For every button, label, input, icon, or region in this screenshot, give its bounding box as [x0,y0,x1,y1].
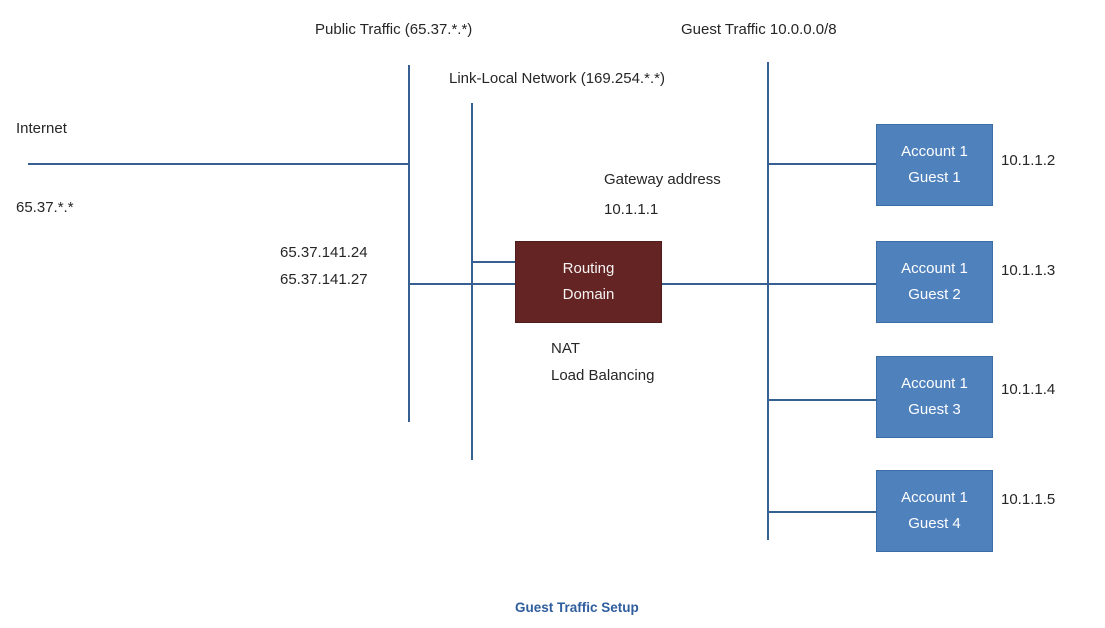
guest-2-ip-label: 10.1.1.3 [1001,262,1056,279]
guest-box-2: Account 1 Guest 2 [876,241,993,323]
guest3-connector-line [768,399,876,401]
guest-box-3-guest: Guest 3 [908,401,961,418]
public-ip-1-label: 65.37.141.24 [280,244,368,261]
guest-box-1-guest: Guest 1 [908,169,961,186]
guest1-connector-line [768,163,876,165]
guest-box-3-account: Account 1 [901,375,968,392]
guest4-connector-line [768,511,876,513]
diagram-caption: Guest Traffic Setup [515,600,639,615]
nat-label: NAT [551,340,580,357]
load-balancing-label: Load Balancing [551,367,655,384]
public-to-routing-line [408,283,515,285]
routing-domain-line1: Routing [562,260,615,277]
guest-box-1: Account 1 Guest 1 [876,124,993,206]
gateway-ip-label: 10.1.1.1 [604,201,659,218]
link-local-to-routing-line [472,261,515,263]
routing-domain-line2: Domain [562,286,615,303]
guest-1-ip-label: 10.1.1.2 [1001,152,1056,169]
guest-box-1-account: Account 1 [901,143,968,160]
routing-to-guest2-line [662,283,876,285]
guest-box-3: Account 1 Guest 3 [876,356,993,438]
guest-box-4-account: Account 1 [901,489,968,506]
guest-traffic-label: Guest Traffic 10.0.0.0/8 [681,21,837,38]
link-local-network-label: Link-Local Network (169.254.*.*) [449,70,665,87]
internet-ip-label: 65.37.*.* [16,199,74,216]
routing-domain-box: Routing Domain [515,241,662,323]
link-local-bus-line [471,103,473,460]
guest-box-4: Account 1 Guest 4 [876,470,993,552]
guest-3-ip-label: 10.1.1.4 [1001,381,1056,398]
guest-box-4-guest: Guest 4 [908,515,961,532]
guest-traffic-bus-line [767,62,769,540]
guest-box-2-account: Account 1 [901,260,968,277]
internet-line [28,163,409,165]
guest-4-ip-label: 10.1.1.5 [1001,491,1056,508]
gateway-address-label: Gateway address [604,171,721,188]
public-traffic-bus-line [408,65,410,422]
public-ip-2-label: 65.37.141.27 [280,271,368,288]
guest-box-2-guest: Guest 2 [908,286,961,303]
public-traffic-label: Public Traffic (65.37.*.*) [315,21,473,38]
internet-label: Internet [16,120,67,137]
